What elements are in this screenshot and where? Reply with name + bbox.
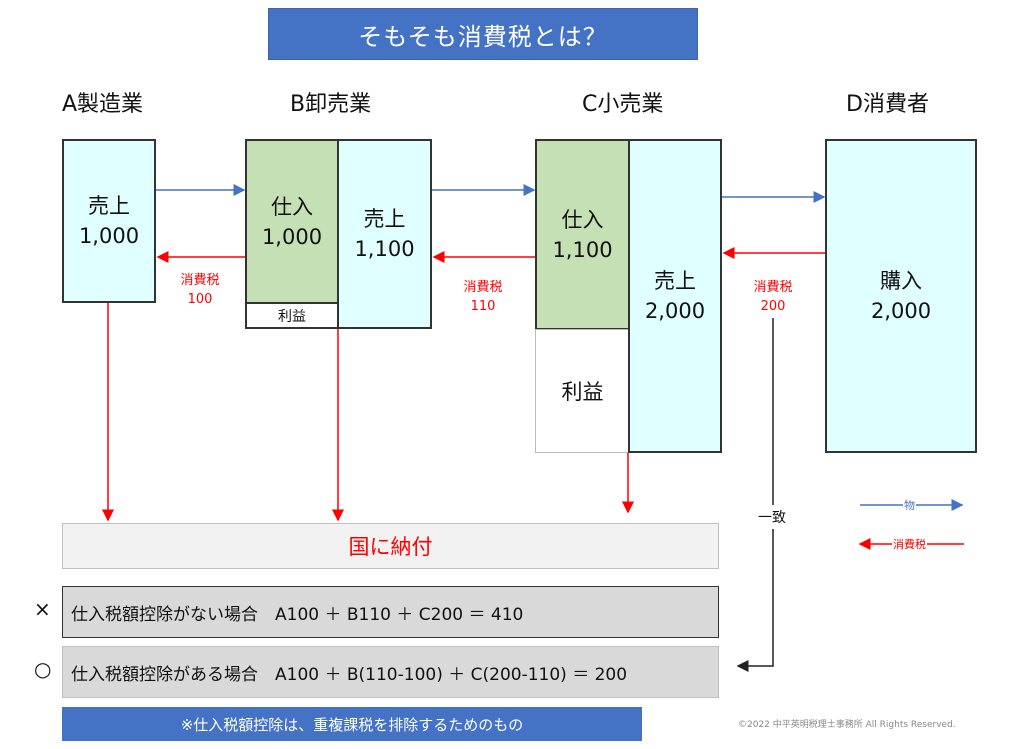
tax-label-b-c: 消費税 110 — [453, 278, 513, 316]
d-purchase-value: 2,000 — [870, 299, 932, 323]
page-title: そもそも消費税とは？ — [268, 8, 698, 60]
column-heading-wholesaler: B卸売業 — [290, 92, 372, 117]
b-purchase-value: 1,000 — [261, 224, 323, 249]
column-heading-retailer: C小売業 — [582, 92, 664, 117]
d-purchase-label: 購入 — [880, 269, 922, 293]
tax-label-c-d: 消費税 200 — [743, 278, 803, 316]
b-profit-box: 利益 — [245, 302, 339, 329]
a-sales-value: 1,000 — [78, 224, 140, 248]
c-purchase-label: 仕入 — [561, 207, 604, 232]
b-sales-label: 売上 — [363, 207, 406, 231]
column-heading-manufacturer: A製造業 — [62, 92, 144, 117]
cross-mark: × — [34, 597, 51, 621]
tax-label-text: 消費税 — [180, 273, 220, 288]
c-purchase-box: 仕入 1,100 — [535, 139, 630, 330]
c-sales-label: 売上 — [654, 269, 696, 293]
c-profit-label: 利益 — [561, 380, 604, 404]
tax-label-a-b: 消費税 100 — [170, 271, 230, 309]
tax-value: 110 — [470, 299, 496, 314]
c-purchase-value: 1,100 — [552, 237, 613, 262]
b-sales-box: 売上 1,100 — [337, 139, 432, 329]
calc-without-deduction: 仕入税額控除がない場合 A100 ＋ B110 ＋ C200 ＝ 410 — [62, 586, 719, 638]
tax-value: 100 — [187, 292, 213, 307]
calc-with-deduction: 仕入税額控除がある場合 A100 ＋ B(110-100) ＋ C(200-11… — [62, 646, 719, 698]
a-sales-label: 売上 — [88, 194, 130, 218]
tax-value: 200 — [760, 299, 786, 314]
copyright: ©2022 中平英明税理士事務所 All Rights Reserved. — [738, 720, 956, 730]
c-sales-value: 2,000 — [644, 299, 706, 323]
tax-label-text: 消費税 — [463, 280, 503, 295]
note-bar: ※仕入税額控除は、重複課税を排除するためのもの — [62, 707, 642, 741]
match-connector — [736, 318, 774, 672]
c-sales-box: 売上 2,000 — [628, 139, 722, 453]
d-purchase-box: 購入 2,000 — [825, 139, 977, 453]
legend-goods-label: 物 — [903, 497, 916, 513]
a-sales-box: 売上 1,000 — [62, 139, 156, 303]
b-purchase-box: 仕入 1,000 — [245, 139, 339, 304]
c-profit-box: 利益 — [535, 329, 630, 453]
b-purchase-label: 仕入 — [271, 194, 313, 219]
tax-label-text: 消費税 — [753, 280, 793, 295]
b-profit-label: 利益 — [278, 308, 306, 325]
legend-tax-label: 消費税 — [892, 536, 927, 552]
pay-to-nation-box: 国に納付 — [62, 523, 719, 569]
column-heading-consumer: D消費者 — [846, 92, 929, 117]
b-sales-value: 1,100 — [354, 237, 415, 261]
match-label: 一致 — [758, 505, 786, 529]
circle-mark: ○ — [34, 657, 52, 681]
